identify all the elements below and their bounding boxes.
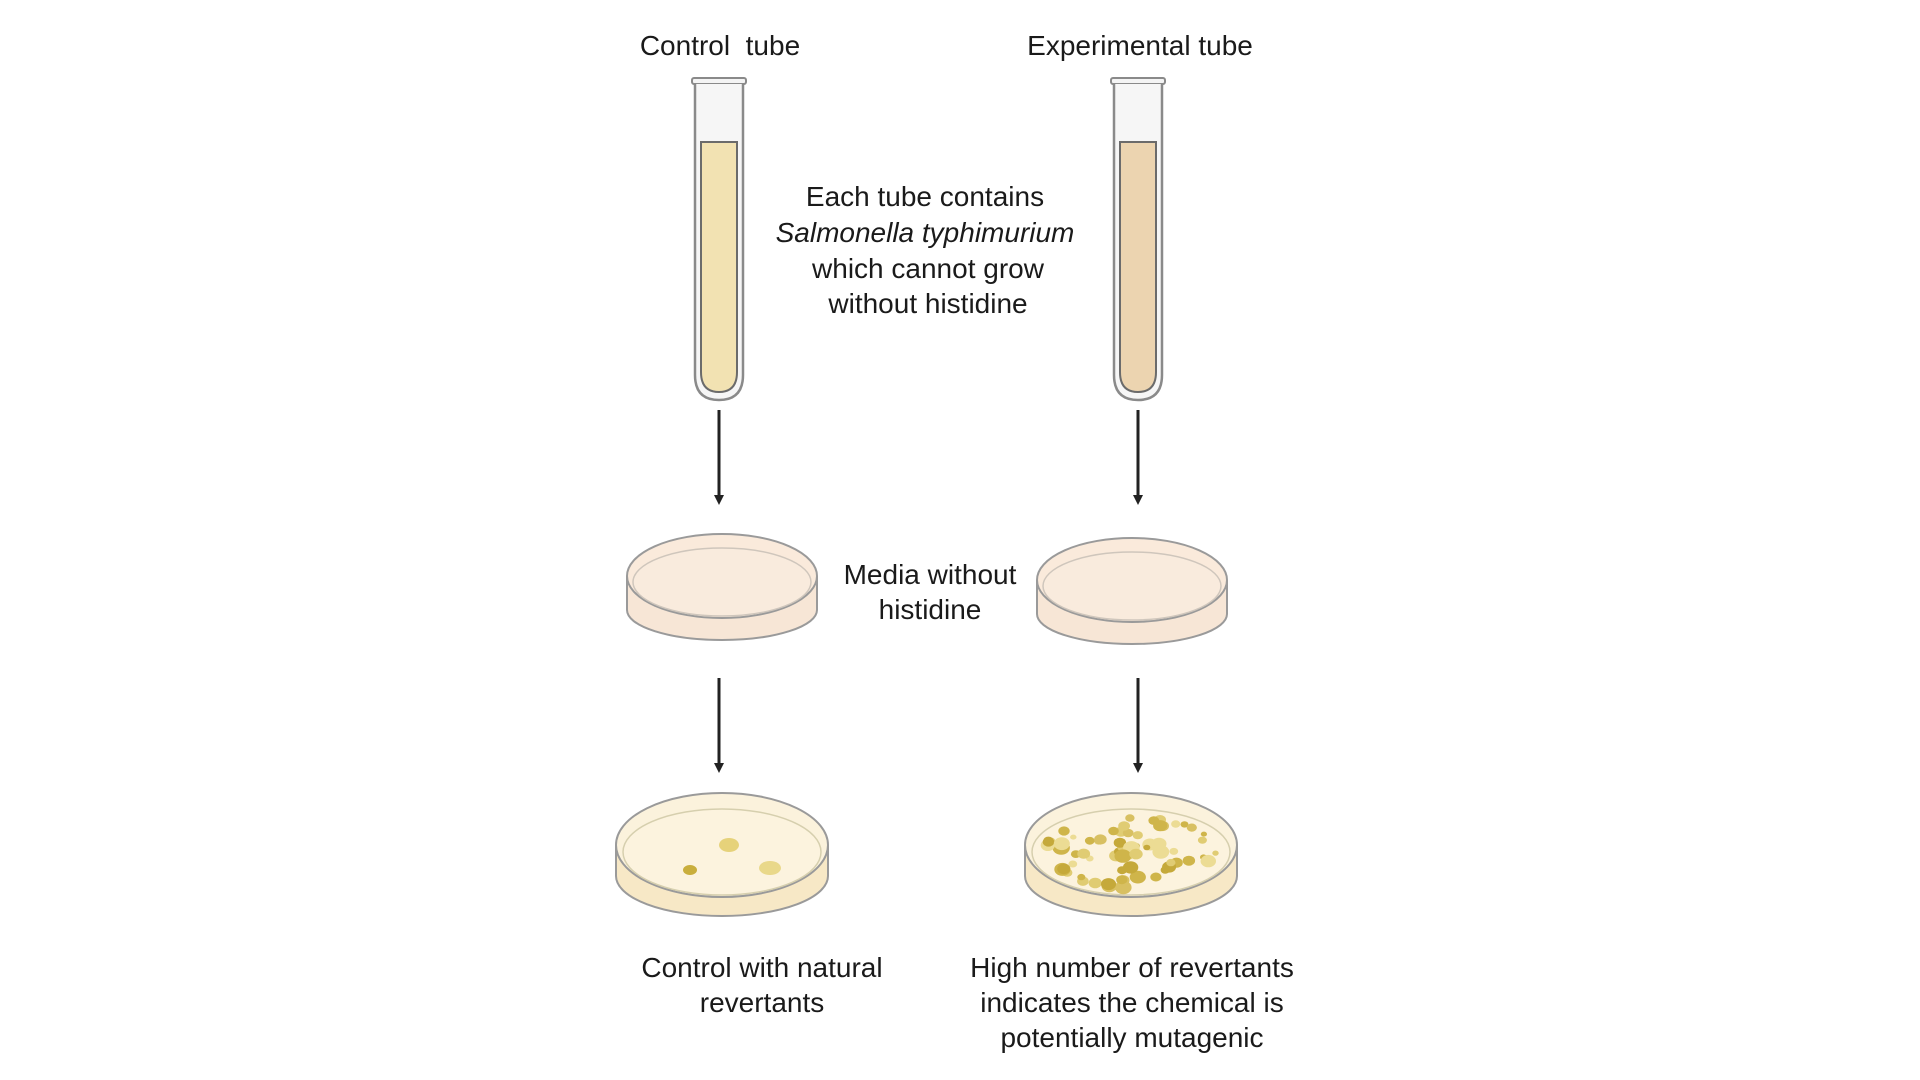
colony <box>1153 820 1168 832</box>
colony <box>1068 860 1078 868</box>
colony <box>683 865 697 875</box>
colony <box>1169 847 1179 855</box>
colony <box>1077 873 1086 881</box>
colony <box>1132 831 1143 840</box>
colony <box>1182 855 1196 866</box>
colony <box>1077 848 1091 859</box>
colony <box>1058 826 1070 836</box>
experimental-tube-title: Experimental tube <box>1027 30 1253 61</box>
colony <box>1143 844 1151 851</box>
colony <box>1171 820 1181 828</box>
colony <box>1166 858 1176 867</box>
colony <box>1197 836 1207 844</box>
colony <box>1151 837 1167 850</box>
control-test-tube <box>691 77 747 402</box>
colony <box>1186 823 1197 832</box>
colony <box>1180 821 1189 828</box>
tube-note-line4: without histidine <box>827 288 1027 319</box>
control-media-plate <box>626 533 818 641</box>
colony <box>1122 828 1134 838</box>
experimental-colonies <box>1040 814 1219 895</box>
control-result-line1: Control with natural <box>641 952 882 983</box>
experimental-media-plate <box>1036 537 1228 645</box>
colony <box>1057 863 1071 875</box>
colony <box>1114 849 1132 863</box>
colony <box>1200 831 1207 837</box>
colony <box>1122 861 1139 874</box>
colony <box>1070 834 1077 840</box>
colony <box>1043 836 1054 845</box>
colony <box>1094 834 1107 845</box>
colony <box>1129 848 1143 860</box>
colony <box>1084 836 1095 845</box>
colony <box>1108 826 1119 836</box>
experimental-test-tube <box>1110 77 1166 402</box>
colony <box>1150 872 1162 882</box>
experimental-result-line3: potentially mutagenic <box>1000 1022 1263 1053</box>
colony <box>1101 878 1116 891</box>
control-result-line2: revertants <box>700 987 825 1018</box>
experimental-result-line2: indicates the chemical is <box>980 987 1283 1018</box>
colony <box>1053 837 1070 851</box>
media-note: Media without histidine <box>844 559 1017 625</box>
experimental-result-caption: High number of revertants indicates the … <box>970 952 1294 1053</box>
control-result-plate <box>615 792 829 917</box>
experimental-result-plate <box>1024 792 1238 917</box>
colony <box>1088 877 1102 889</box>
tube-note-line1: Each tube contains <box>806 181 1044 212</box>
colony <box>719 838 739 852</box>
tube-note-organism: Salmonella typhimurium <box>776 217 1075 248</box>
control-result-caption: Control with natural revertants <box>641 952 882 1018</box>
tube-note: Each tube contains Salmonella typhimuriu… <box>776 181 1075 319</box>
colony <box>1200 854 1217 868</box>
colony <box>1125 814 1135 822</box>
control-liquid <box>700 141 738 394</box>
media-note-line1: Media without <box>844 559 1017 590</box>
colony <box>1116 875 1128 885</box>
colony <box>1129 870 1146 884</box>
media-note-line2: histidine <box>879 594 982 625</box>
colony <box>759 861 781 875</box>
colony <box>1118 821 1130 831</box>
experimental-result-line1: High number of revertants <box>970 952 1294 983</box>
tube-note-line3: which cannot grow <box>811 253 1045 284</box>
colony <box>1115 880 1132 895</box>
experimental-liquid <box>1119 141 1157 394</box>
control-tube-title: Control tube <box>640 30 800 61</box>
colony <box>1113 837 1127 848</box>
colony <box>1212 850 1219 856</box>
